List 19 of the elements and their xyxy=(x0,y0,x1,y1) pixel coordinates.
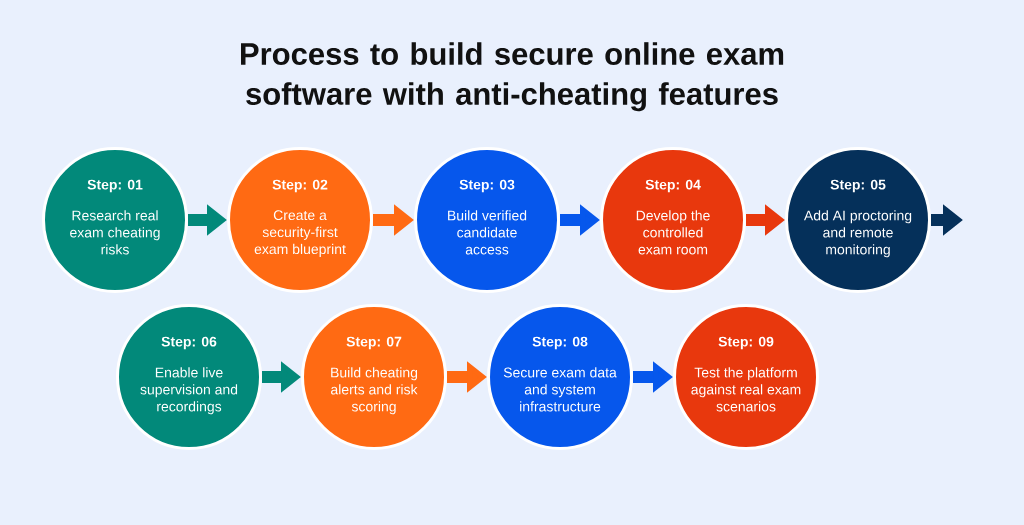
step-description: Secure exam data and system infrastructure xyxy=(503,367,617,412)
step-description: Enable live supervision and recordings xyxy=(140,367,238,415)
title: Process to build secure online exam software with anti-cheating features xyxy=(241,42,784,112)
step-heading: Step: 03 xyxy=(459,179,515,193)
step-description: Build verified candidate access xyxy=(448,210,527,255)
step-heading: Step: 09 xyxy=(718,336,774,350)
step-description: Add AI proctoring and remote monitoring xyxy=(803,210,912,258)
step-heading: Step: 07 xyxy=(346,336,402,350)
step-heading: Step: 06 xyxy=(161,336,217,350)
step-description: Test the platform against real exam scenarios xyxy=(691,367,801,412)
step-heading: Step: 08 xyxy=(532,336,588,350)
step-heading: Step: 04 xyxy=(645,179,701,193)
step-heading: Step: 05 xyxy=(830,179,886,193)
step-heading: Step: 01 xyxy=(87,179,143,193)
step-description: Develop the controlled exam room xyxy=(636,210,710,255)
step-description: Build cheating alerts and risk scoring xyxy=(331,367,418,415)
step-description: Research real exam cheating risks xyxy=(70,210,160,255)
step-description: Create a security-first exam blueprint xyxy=(254,210,346,257)
step-heading: Step: 02 xyxy=(272,179,328,193)
